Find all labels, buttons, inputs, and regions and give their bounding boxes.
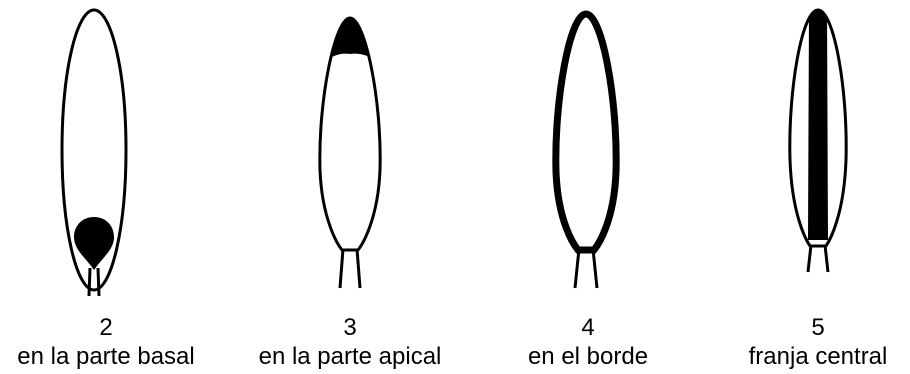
petal-border-illustration <box>552 10 620 289</box>
apical-spot <box>319 18 381 70</box>
figure-number: 3 <box>343 314 357 341</box>
petal-central-stripe-illustration <box>788 8 848 273</box>
petal-claw <box>573 248 599 289</box>
central-stripe <box>808 10 828 240</box>
petal-outline <box>60 8 128 292</box>
petal-outline <box>318 16 382 252</box>
figure-caption: en el borde <box>527 343 649 370</box>
basal-spot <box>74 217 114 270</box>
figure-caption: franja central <box>748 343 888 370</box>
petal-claw <box>87 267 101 297</box>
figure-caption: en la parte apical <box>258 343 442 370</box>
petal-outline <box>788 8 848 248</box>
figure-number: 5 <box>811 314 825 341</box>
figure-basal-spot: 2 en la parte basal <box>0 0 212 374</box>
petal-claw <box>338 248 362 289</box>
figure-central-stripe: 5 franja central <box>726 0 910 374</box>
petal-thick-border <box>552 10 620 254</box>
figure-number: 2 <box>99 314 113 341</box>
figure-number: 4 <box>581 314 595 341</box>
petal-apical-spot-illustration <box>318 16 382 289</box>
figure-caption: en la parte basal <box>17 343 195 370</box>
figure-apical-spot: 3 en la parte apical <box>228 0 472 374</box>
petal-claw <box>806 244 830 273</box>
figure-border: 4 en el borde <box>488 0 688 374</box>
petal-basal-spot-illustration <box>60 8 128 297</box>
